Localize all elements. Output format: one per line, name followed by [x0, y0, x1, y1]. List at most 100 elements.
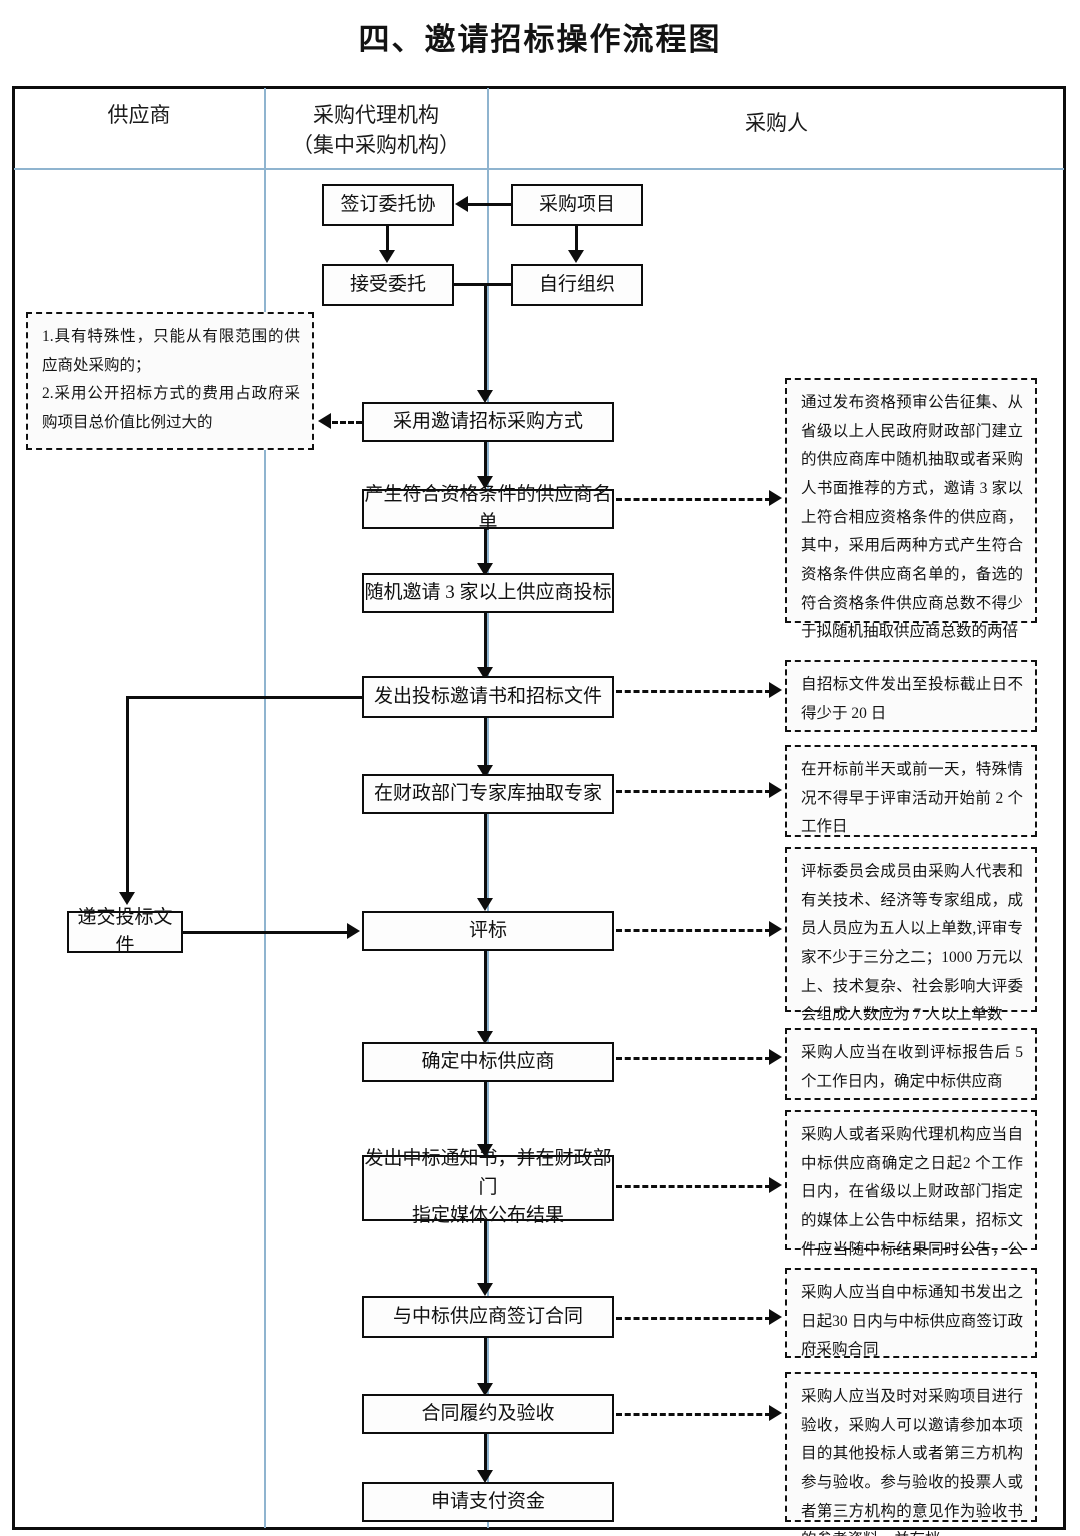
node-apply-payment[interactable]: 申请支付资金 — [362, 1482, 614, 1522]
connector-experts-to-evaluate — [484, 814, 487, 906]
arrow-issue-to-note — [769, 682, 782, 698]
arrow-left-to-submit — [119, 892, 135, 905]
connector-experts-to-note — [616, 790, 771, 793]
arrow-contract-to-perform — [477, 1383, 493, 1396]
arrow-project-to-sign — [455, 196, 468, 212]
connector-list-to-invite3 — [484, 529, 487, 567]
note-experts: 在开标前半天或前一天，特殊情况不得早于评审活动开始前 2 个工作日 — [785, 745, 1037, 837]
arrow-adopt-to-list — [477, 476, 493, 489]
arrow-adopt-to-note — [318, 413, 331, 429]
node-evaluate-label: 评标 — [468, 919, 507, 941]
node-invite-three-label: 随机邀请 3 家以上供应商投标 — [364, 581, 612, 603]
note-qualified-list-text: 通过发布资格预审公告征集、从省级以上人民政府财政部门建立的供应商库中随机抽取或者… — [801, 394, 1023, 641]
node-evaluate[interactable]: 评标 — [362, 911, 614, 951]
arrow-perform-to-note — [769, 1405, 782, 1421]
arrow-evaluate-to-winner — [477, 1031, 493, 1044]
connector-notice-to-note — [616, 1185, 771, 1188]
node-self-organize[interactable]: 自行组织 — [511, 264, 643, 306]
arrow-contract-to-note — [769, 1309, 782, 1325]
arrow-sign-to-accept — [379, 250, 395, 263]
page-title: 四、邀请招标操作流程图 — [358, 22, 722, 57]
node-apply-payment-label: 申请支付资金 — [430, 1490, 545, 1512]
arrow-notice-to-contract — [477, 1283, 493, 1296]
note-winner-text: 采购人应当在收到评标报告后 5 个工作日内，确定中标供应商 — [801, 1044, 1023, 1090]
arrow-winner-to-notice — [477, 1144, 493, 1157]
node-sign-contract-label: 与中标供应商签订合同 — [392, 1305, 583, 1327]
node-draw-experts-label: 在财政部门专家库抽取专家 — [373, 782, 602, 804]
node-issue-invitation-label: 发出投标邀请书和招标文件 — [373, 685, 602, 707]
note-evaluate-text: 评标委员会成员由采购人代表和有关技术、经济等专家组成，成员人员应为五人以上单数,… — [801, 863, 1023, 1024]
arrow-notice-to-note — [769, 1177, 782, 1193]
lane-header-supplier-label: 供应商 — [107, 103, 171, 127]
node-qualified-list[interactable]: 产生符合资格条件的供应商名单 — [362, 484, 614, 533]
arrow-experts-to-evaluate — [477, 898, 493, 911]
node-sign-entrust-label: 签订委托协 — [340, 193, 436, 215]
connector-winner-to-notice — [484, 1082, 487, 1152]
node-perform-accept[interactable]: 合同履约及验收 — [362, 1394, 614, 1434]
connector-contract-to-perform — [484, 1338, 487, 1390]
connector-adopt-to-note — [332, 421, 362, 424]
connector-submit-to-evaluate — [183, 931, 349, 934]
arrow-list-to-invite3 — [477, 563, 493, 576]
node-issue-invitation[interactable]: 发出投标邀请书和招标文件 — [362, 676, 614, 718]
node-perform-accept-label: 合同履约及验收 — [421, 1402, 555, 1424]
note-invitation-text: 自招标文件发出至投标截止日不得少于 20 日 — [801, 676, 1023, 722]
connector-issue-to-note — [616, 690, 771, 693]
lane-header-agency: 采购代理机构 （集中采购机构） — [266, 100, 486, 161]
node-qualified-list-label: 产生符合资格条件的供应商名单 — [364, 483, 612, 534]
connector-list-to-note — [616, 498, 771, 501]
note-evaluate: 评标委员会成员由采购人代表和有关技术、经济等专家组成，成员人员应为五人以上单数,… — [785, 847, 1037, 1023]
node-self-organize-label: 自行组织 — [538, 273, 615, 295]
connector-join-down — [484, 283, 487, 396]
note-left-condition: 1.具有特殊性，只能从有限范围的供应商处采购的； 2.采用公开招标方式的费用占政… — [26, 312, 314, 450]
node-issue-notice-label-line1: 发出中标通知书，并在财政部门 — [364, 1148, 612, 1198]
arrow-join-to-adopt — [477, 390, 493, 403]
note-contract-text: 采购人应当自中标通知书发出之日起30 日内与中标供应商签订政府采购合同 — [801, 1284, 1023, 1359]
node-accept-entrust-label: 接受委托 — [349, 273, 426, 295]
node-determine-winner-label: 确定中标供应商 — [421, 1050, 555, 1072]
lane-header-divider — [14, 168, 1064, 170]
connector-invite3-to-issue — [484, 613, 487, 675]
connector-notice-to-contract — [484, 1221, 487, 1291]
arrow-list-to-note — [769, 490, 782, 506]
node-submit-bid[interactable]: 递交投标文件 — [67, 907, 183, 956]
connector-evaluate-to-note — [616, 929, 771, 932]
connector-issue-to-experts — [484, 718, 487, 772]
note-left-condition-text: 1.具有特殊性，只能从有限范围的供应商处采购的； 2.采用公开招标方式的费用占政… — [42, 328, 300, 432]
connector-project-to-sign — [468, 203, 513, 206]
node-issue-notice-label-line2: 指定媒体公布结果 — [411, 1205, 564, 1227]
connector-adopt-to-list — [484, 442, 487, 480]
note-contract: 采购人应当自中标通知书发出之日起30 日内与中标供应商签订政府采购合同 — [785, 1268, 1037, 1358]
lane-header-purchaser-label: 采购人 — [745, 111, 808, 135]
node-sign-entrust[interactable]: 签订委托协 — [322, 184, 454, 226]
arrow-experts-to-note — [769, 782, 782, 798]
arrow-evaluate-to-note — [769, 921, 782, 937]
note-invitation: 自招标文件发出至投标截止日不得少于 20 日 — [785, 660, 1037, 732]
node-determine-winner[interactable]: 确定中标供应商 — [362, 1042, 614, 1082]
arrow-winner-to-note — [769, 1049, 782, 1065]
node-adopt-invite[interactable]: 采用邀请招标采购方式 — [362, 402, 614, 442]
node-invite-three[interactable]: 随机邀请 3 家以上供应商投标 — [362, 573, 614, 613]
node-submit-bid-label: 递交投标文件 — [77, 906, 173, 957]
node-adopt-invite-label: 采用邀请招标采购方式 — [392, 410, 583, 432]
node-procurement-project[interactable]: 采购项目 — [511, 184, 643, 226]
connector-issue-to-left — [126, 696, 364, 699]
note-qualified-list: 通过发布资格预审公告征集、从省级以上人民政府财政部门建立的供应商库中随机抽取或者… — [785, 378, 1037, 640]
connector-winner-to-note — [616, 1057, 771, 1060]
node-accept-entrust[interactable]: 接受委托 — [322, 264, 454, 306]
arrow-project-to-self — [568, 250, 584, 263]
lane-header-purchaser: 采购人 — [489, 108, 1064, 138]
note-acceptance: 采购人应当及时对采购项目进行验收，采购人可以邀请参加本项目的其他投标人或者第三方… — [785, 1372, 1037, 1536]
connector-evaluate-to-winner — [484, 951, 487, 1039]
connector-project-to-self — [575, 226, 578, 252]
node-issue-notice[interactable]: 发出中标通知书，并在财政部门 指定媒体公布结果 — [362, 1148, 614, 1226]
node-sign-contract[interactable]: 与中标供应商签订合同 — [362, 1296, 614, 1338]
lane-header-supplier: 供应商 — [16, 100, 262, 130]
arrow-submit-to-evaluate — [347, 923, 360, 939]
connector-sign-to-accept — [386, 226, 389, 252]
lane-header-agency-label: 采购代理机构 — [313, 103, 439, 127]
node-draw-experts[interactable]: 在财政部门专家库抽取专家 — [362, 774, 614, 814]
note-acceptance-text: 采购人应当及时对采购项目进行验收，采购人可以邀请参加本项目的其他投标人或者第三方… — [801, 1388, 1023, 1536]
lane-header-agency-sublabel: （集中采购机构） — [292, 133, 460, 158]
